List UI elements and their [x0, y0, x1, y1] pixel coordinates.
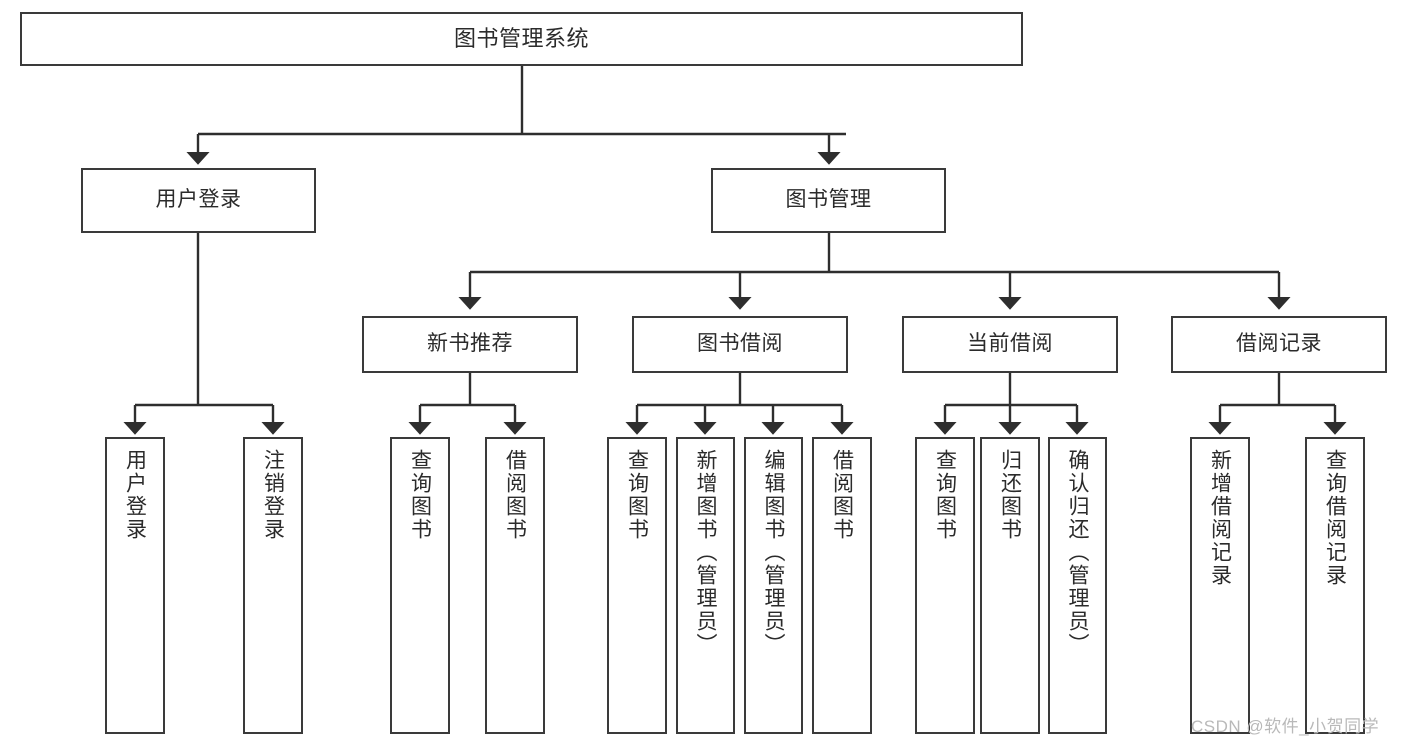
node-label: 图书借阅	[697, 332, 783, 356]
leaf-borrow-borrow-book[interactable]: 借阅图书	[812, 437, 872, 734]
node-label: 用户登录	[155, 188, 242, 212]
node-label: 确认归还（管理员）	[1066, 449, 1089, 656]
node-new-book-recommend[interactable]: 新书推荐	[362, 316, 578, 373]
leaf-borrow-query-book[interactable]: 查询图书	[607, 437, 667, 734]
csdn-watermark: CSDN @软件_小贺同学	[1191, 717, 1380, 736]
node-label: 新书推荐	[427, 332, 513, 356]
leaf-current-return-book[interactable]: 归还图书	[980, 437, 1040, 734]
node-label: 查询图书	[625, 449, 649, 541]
node-label: 查询图书	[933, 449, 957, 541]
node-label: 图书管理	[785, 188, 872, 212]
node-label: 借阅记录	[1236, 332, 1322, 356]
leaf-user-login-logout[interactable]: 注销登录	[243, 437, 303, 734]
node-user-login[interactable]: 用户登录	[81, 168, 316, 233]
node-root-system[interactable]: 图书管理系统	[20, 12, 1023, 66]
node-label: 用户登录	[123, 449, 147, 541]
leaf-borrow-edit-book-admin[interactable]: 编辑图书（管理员）	[744, 437, 803, 734]
node-label: 当前借阅	[967, 332, 1053, 356]
node-label: 图书管理系统	[453, 26, 589, 52]
node-label: 新增图书（管理员）	[694, 449, 717, 656]
node-label: 归还图书	[998, 449, 1022, 541]
node-label: 注销登录	[261, 449, 285, 541]
leaf-current-confirm-return-admin[interactable]: 确认归还（管理员）	[1048, 437, 1107, 734]
node-book-management[interactable]: 图书管理	[711, 168, 946, 233]
node-label: 借阅图书	[830, 449, 854, 541]
node-label: 查询图书	[408, 449, 432, 541]
node-book-borrow[interactable]: 图书借阅	[632, 316, 848, 373]
leaf-user-login-login[interactable]: 用户登录	[105, 437, 165, 734]
node-label: 借阅图书	[503, 449, 527, 541]
leaf-records-query-record[interactable]: 查询借阅记录	[1305, 437, 1365, 734]
node-label: 编辑图书（管理员）	[762, 449, 785, 656]
leaf-current-query-book[interactable]: 查询图书	[915, 437, 975, 734]
leaf-records-add-record[interactable]: 新增借阅记录	[1190, 437, 1250, 734]
leaf-recommend-query-book[interactable]: 查询图书	[390, 437, 450, 734]
node-label: 新增借阅记录	[1208, 449, 1232, 587]
node-current-borrow[interactable]: 当前借阅	[902, 316, 1118, 373]
leaf-recommend-borrow-book[interactable]: 借阅图书	[485, 437, 545, 734]
node-borrow-records[interactable]: 借阅记录	[1171, 316, 1387, 373]
leaf-borrow-add-book-admin[interactable]: 新增图书（管理员）	[676, 437, 735, 734]
node-label: 查询借阅记录	[1323, 449, 1347, 587]
